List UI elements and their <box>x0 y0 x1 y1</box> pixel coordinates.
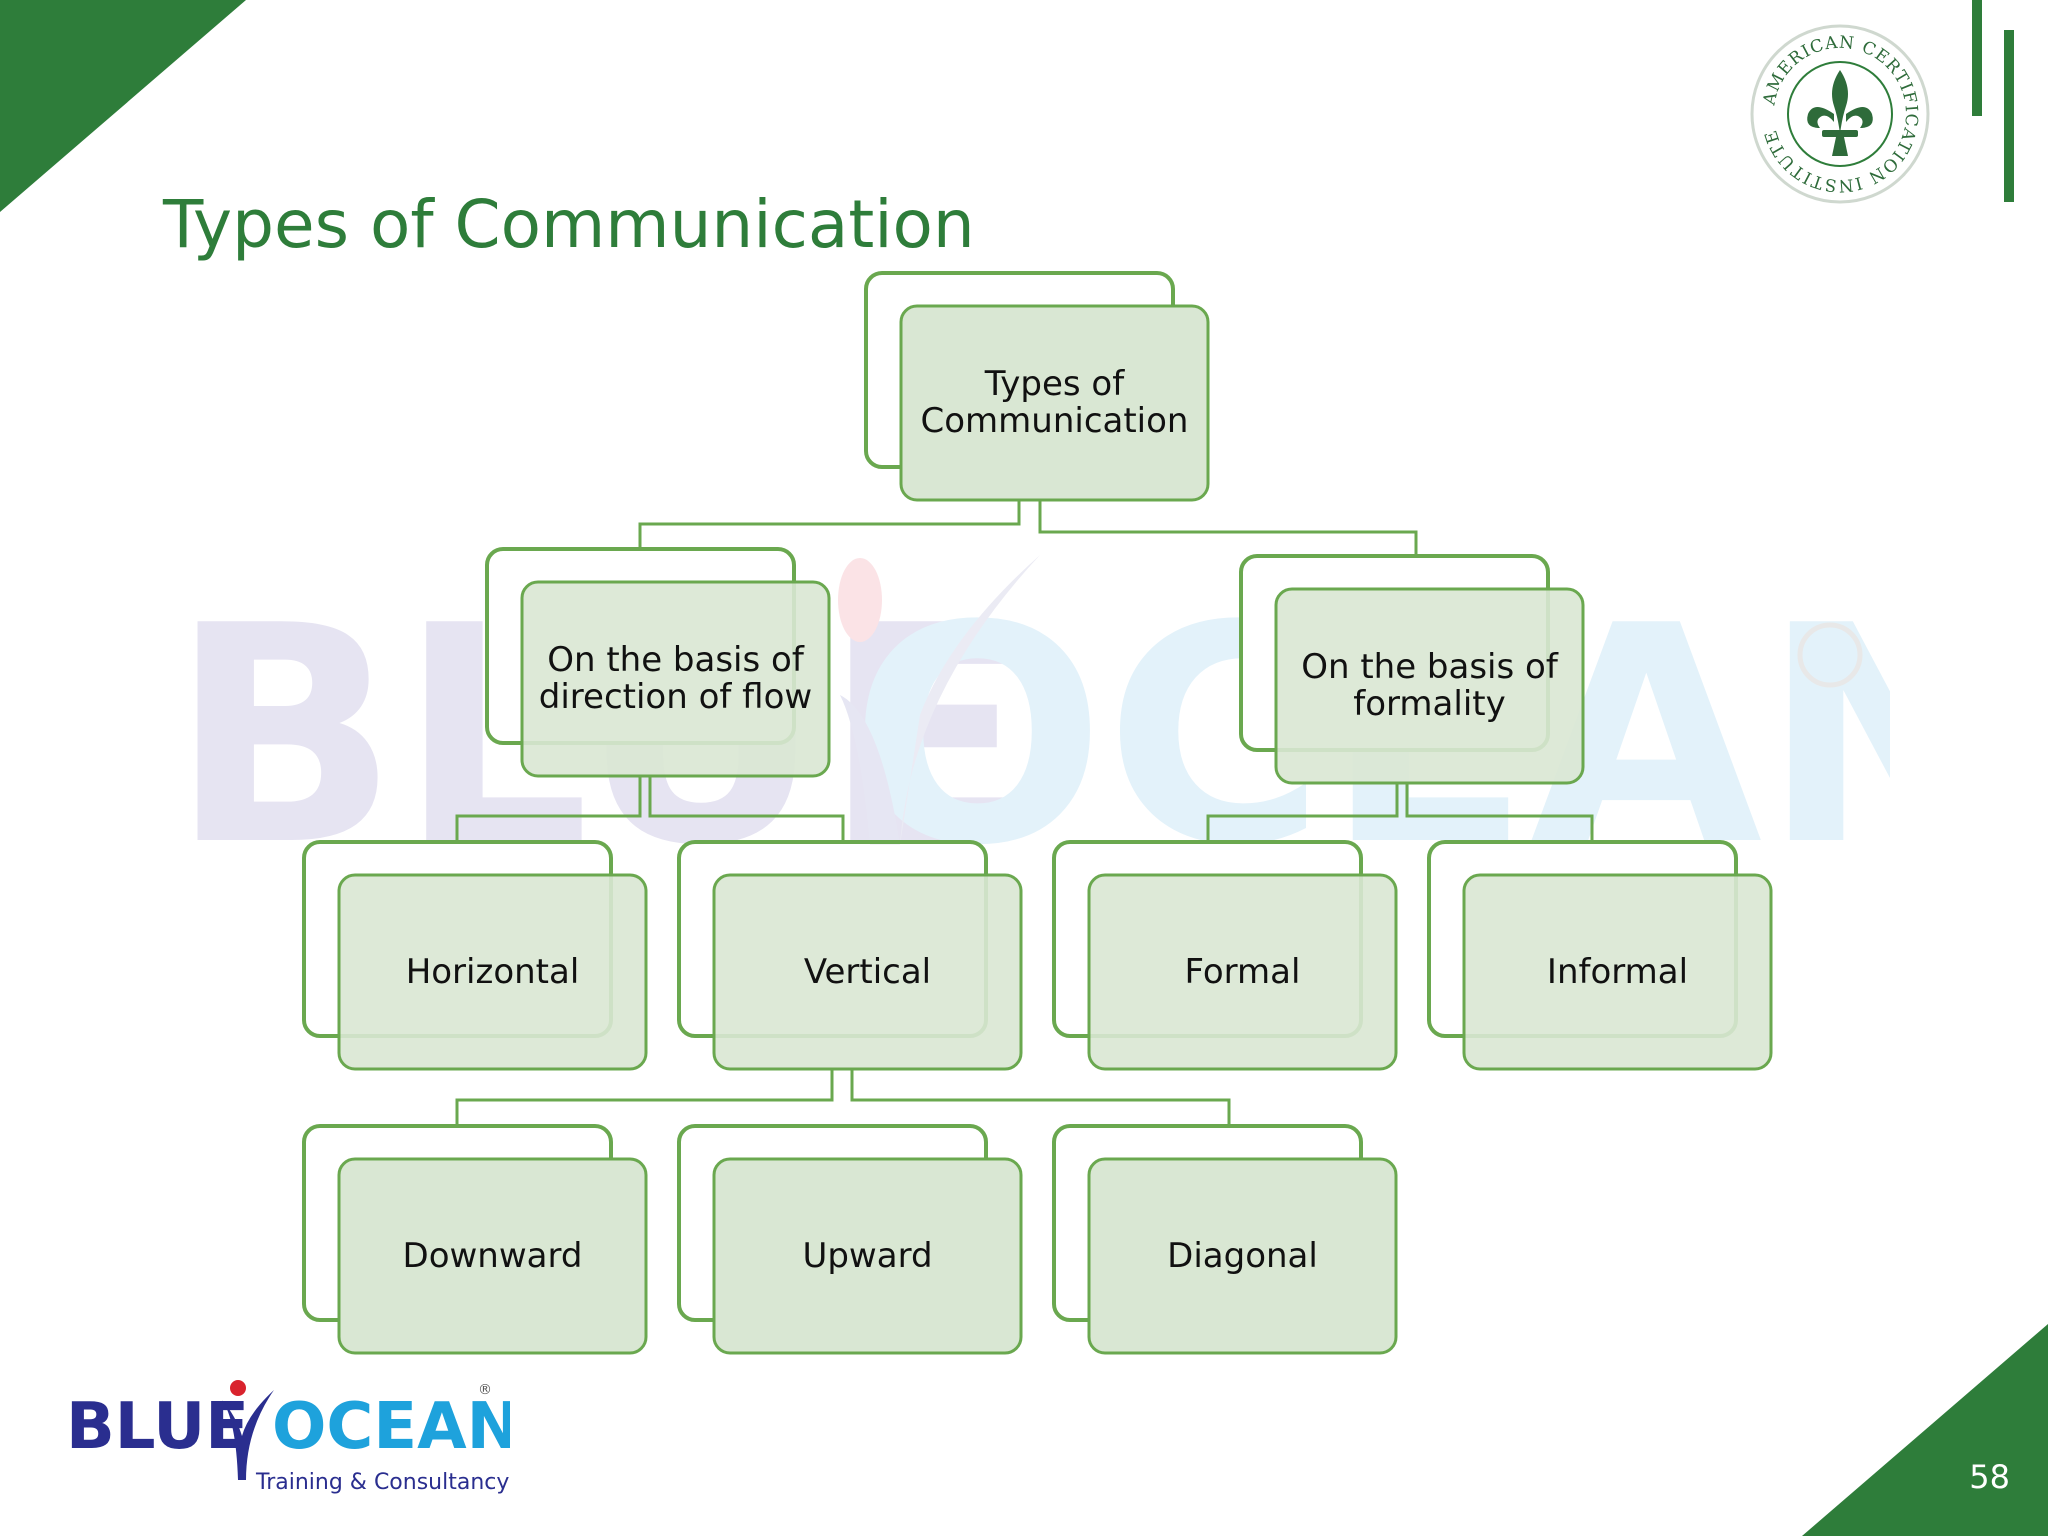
horizontal-node <box>302 840 648 1071</box>
direction-branch-node <box>485 547 831 778</box>
upward-node <box>677 1124 1023 1355</box>
horizontal-label: Horizontal <box>405 951 580 992</box>
bottom-right-corner-triangle <box>1802 1324 2048 1536</box>
connector-lines <box>455 498 1594 1126</box>
direction-branch-label: On the basis of direction of flow <box>538 640 813 717</box>
informal-label: Informal <box>1546 951 1689 992</box>
watermark-registered-icon <box>1797 622 1863 688</box>
formality-branch-label: On the basis of formality <box>1301 647 1558 724</box>
vertical-node <box>677 840 1023 1071</box>
accent-bar-long <box>2004 30 2014 202</box>
top-left-corner-triangle <box>0 0 246 212</box>
downward-node <box>302 1124 648 1355</box>
vertical-label: Vertical <box>803 951 932 992</box>
page-number: 58 <box>1969 1458 2010 1496</box>
american-certification-institute-seal: AMERICAN CERTIFICATION INSTITUTE <box>1750 24 1930 204</box>
watermark-figure-icon <box>838 555 1040 845</box>
page-title: Types of Communication <box>163 186 975 263</box>
downward-label: Downward <box>402 1235 583 1276</box>
root-node-label: Types of Communication <box>920 364 1189 441</box>
logo-registered-mark: ® <box>478 1382 492 1398</box>
logo-blue-text: BLUE <box>66 1390 249 1464</box>
diagonal-label: Diagonal <box>1167 1235 1318 1276</box>
upward-label: Upward <box>802 1235 933 1276</box>
logo-figure-icon <box>222 1380 274 1480</box>
informal-node <box>1427 840 1773 1071</box>
root-node <box>864 271 1210 502</box>
formality-branch-node <box>1239 554 1585 785</box>
blue-ocean-logo: BLUE OCEAN ® Training & Consultancy <box>66 1380 510 1495</box>
diagonal-node <box>1052 1124 1398 1355</box>
formal-node <box>1052 840 1398 1071</box>
accent-bar-short <box>1972 0 1982 116</box>
fleur-de-lis-icon <box>1807 70 1873 156</box>
logo-tagline: Training & Consultancy <box>255 1470 509 1495</box>
logo-ocean-text: OCEAN <box>272 1390 510 1464</box>
formal-label: Formal <box>1184 951 1301 992</box>
